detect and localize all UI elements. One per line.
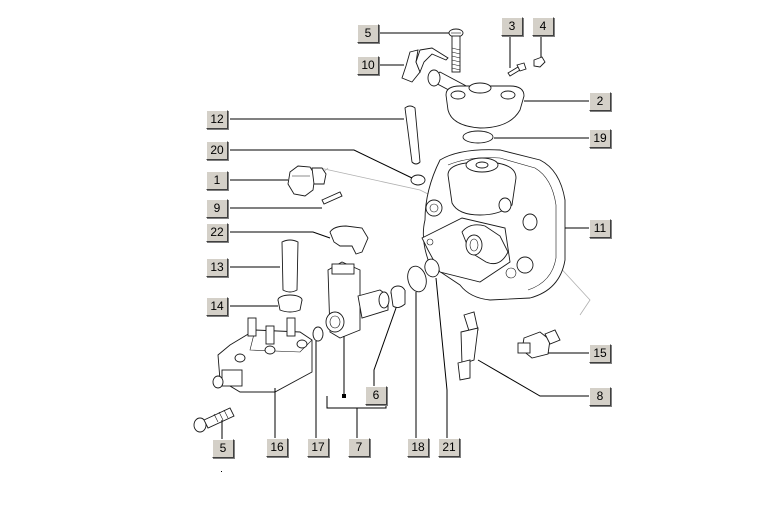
part-clip [401,47,449,83]
callout-18[interactable]: 18 [407,438,429,457]
callout-20[interactable]: 20 [206,141,228,160]
part-oring-21 [424,258,440,278]
part-oring-17 [312,326,324,342]
callout-17[interactable]: 17 [307,438,329,457]
callout-21[interactable]: 21 [438,438,460,457]
callout-2[interactable]: 2 [589,92,611,111]
stray-dot [221,471,222,472]
callout-19[interactable]: 19 [589,129,611,148]
part-housing-11 [421,149,566,301]
part-screw-9 [321,191,343,205]
callout-16[interactable]: 16 [266,438,288,457]
callout-8[interactable]: 8 [589,387,611,406]
callout-13[interactable]: 13 [206,258,228,277]
callout-10[interactable]: 10 [357,56,379,75]
valve-marker [342,394,346,398]
part-hose-13 [281,239,299,293]
part-screw-top [448,28,464,73]
part-manifold-16 [212,317,313,393]
part-hose-12 [404,105,421,165]
callout-5-top[interactable]: 5 [357,24,379,43]
part-sensor-15 [517,329,561,359]
callout-22[interactable]: 22 [206,223,228,242]
part-bolt-bottom [193,407,235,433]
callout-3[interactable]: 3 [501,17,523,36]
part-spark-plug-8 [457,311,479,381]
part-small-screw [507,62,527,77]
part-clamp-20 [410,174,426,186]
callout-12[interactable]: 12 [206,110,228,129]
part-valve-7 [325,261,390,339]
callout-5-bottom[interactable]: 5 [212,439,234,458]
part-cap [533,56,546,68]
part-outlet-flange [427,69,525,129]
callout-14[interactable]: 14 [206,297,228,316]
callout-1[interactable]: 1 [206,171,228,190]
part-oring-18 [407,265,427,293]
callout-4[interactable]: 4 [532,17,554,36]
part-sleeve-6 [390,285,406,309]
callout-15[interactable]: 15 [589,344,611,363]
callout-9[interactable]: 9 [206,199,228,218]
part-plug-1 [287,165,327,197]
part-oring-19 [462,130,494,144]
part-bracket-22 [329,225,369,255]
callout-7[interactable]: 7 [348,438,370,457]
callout-6[interactable]: 6 [365,386,387,405]
callout-11[interactable]: 11 [589,219,611,238]
part-cap-14 [277,294,303,313]
leader-lines [221,32,590,440]
